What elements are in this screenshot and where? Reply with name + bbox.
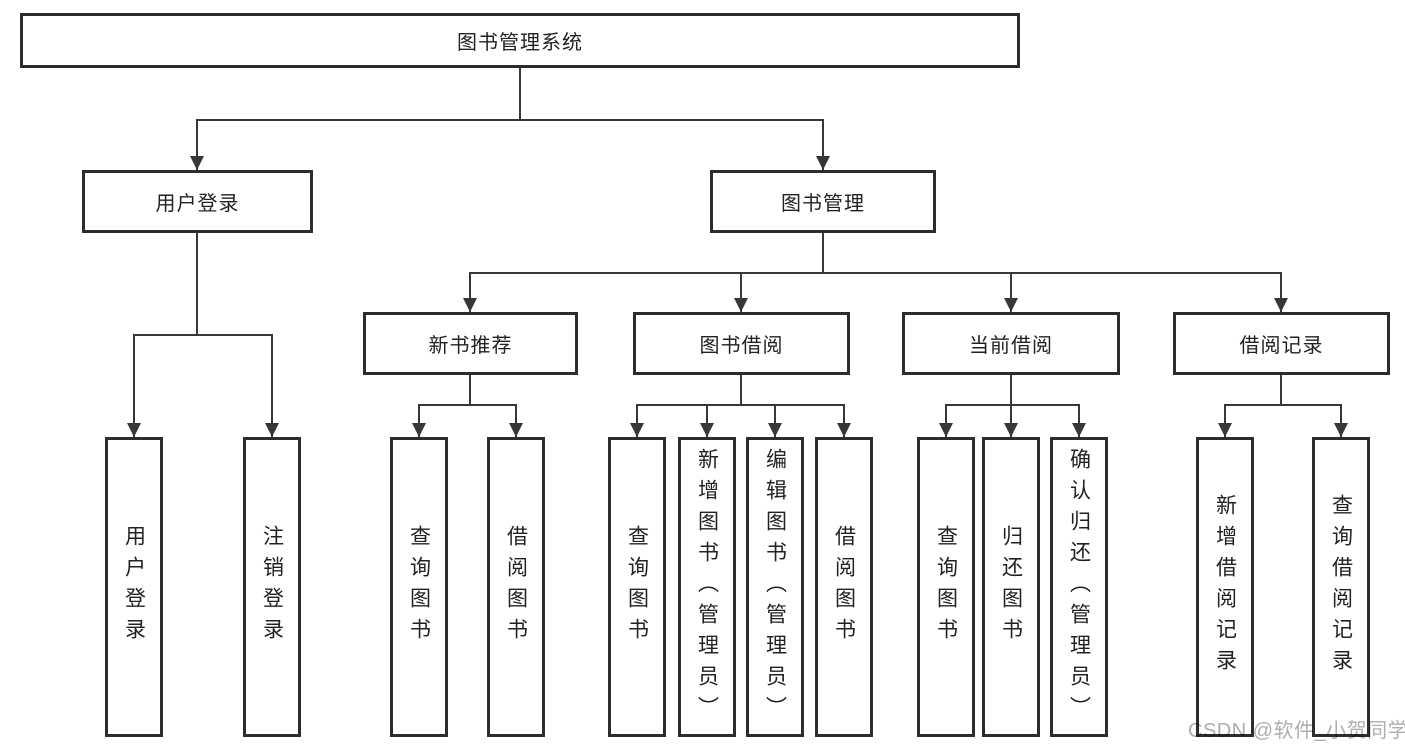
leaf-query-books-current: 查询图书 [917, 437, 975, 737]
node-user-login-label: 用户登录 [155, 193, 240, 215]
leaf-edit-book-admin-label: 编辑图书（管理员） [763, 447, 787, 727]
leaf-add-borrow-record: 新增借阅记录 [1196, 437, 1254, 737]
node-current-borrowing: 当前借阅 [902, 312, 1120, 375]
leaf-borrow-books-recommend: 借阅图书 [487, 437, 545, 737]
leaf-query-books-recommend-label: 查询图书 [407, 525, 431, 649]
node-book-management: 图书管理 [710, 170, 936, 233]
node-borrowing-records-label: 借阅记录 [1239, 335, 1324, 357]
leaf-add-borrow-record-label: 新增借阅记录 [1213, 494, 1237, 680]
leaf-query-borrow-record-label: 查询借阅记录 [1329, 494, 1353, 680]
node-new-book-recommend-label: 新书推荐 [428, 335, 513, 357]
leaf-confirm-return-admin: 确认归还（管理员） [1050, 437, 1108, 737]
node-library-system: 图书管理系统 [20, 13, 1020, 68]
node-book-management-label: 图书管理 [781, 193, 865, 215]
node-borrowing-records: 借阅记录 [1173, 312, 1390, 375]
leaf-query-books-recommend: 查询图书 [390, 437, 448, 737]
csdn-watermark: CSDN @软件_小贺同学 [1188, 720, 1405, 742]
node-book-borrowing: 图书借阅 [633, 312, 850, 375]
leaf-edit-book-admin: 编辑图书（管理员） [746, 437, 804, 737]
node-new-book-recommend: 新书推荐 [363, 312, 578, 375]
leaf-borrow-books-borrowing-label: 借阅图书 [832, 525, 856, 649]
leaf-add-book-admin-label: 新增图书（管理员） [695, 447, 719, 727]
leaf-return-book-label: 归还图书 [999, 525, 1023, 649]
leaf-add-book-admin: 新增图书（管理员） [678, 437, 736, 737]
leaf-borrow-books-borrowing: 借阅图书 [815, 437, 873, 737]
leaf-query-books-current-label: 查询图书 [934, 525, 958, 649]
leaf-borrow-books-recommend-label: 借阅图书 [504, 525, 528, 649]
node-book-borrowing-label: 图书借阅 [699, 335, 784, 357]
node-current-borrowing-label: 当前借阅 [969, 335, 1053, 357]
node-library-system-label: 图书管理系统 [457, 32, 583, 54]
leaf-logout: 注销登录 [243, 437, 301, 737]
leaf-return-book: 归还图书 [982, 437, 1040, 737]
leaf-user-login: 用户登录 [105, 437, 163, 737]
leaf-user-login-label: 用户登录 [122, 525, 146, 649]
leaf-query-books-borrowing-label: 查询图书 [625, 525, 649, 649]
leaf-query-borrow-record: 查询借阅记录 [1312, 437, 1370, 737]
leaf-query-books-borrowing: 查询图书 [608, 437, 666, 737]
node-user-login: 用户登录 [82, 170, 313, 233]
leaf-logout-label: 注销登录 [260, 525, 284, 649]
leaf-confirm-return-admin-label: 确认归还（管理员） [1067, 447, 1091, 727]
